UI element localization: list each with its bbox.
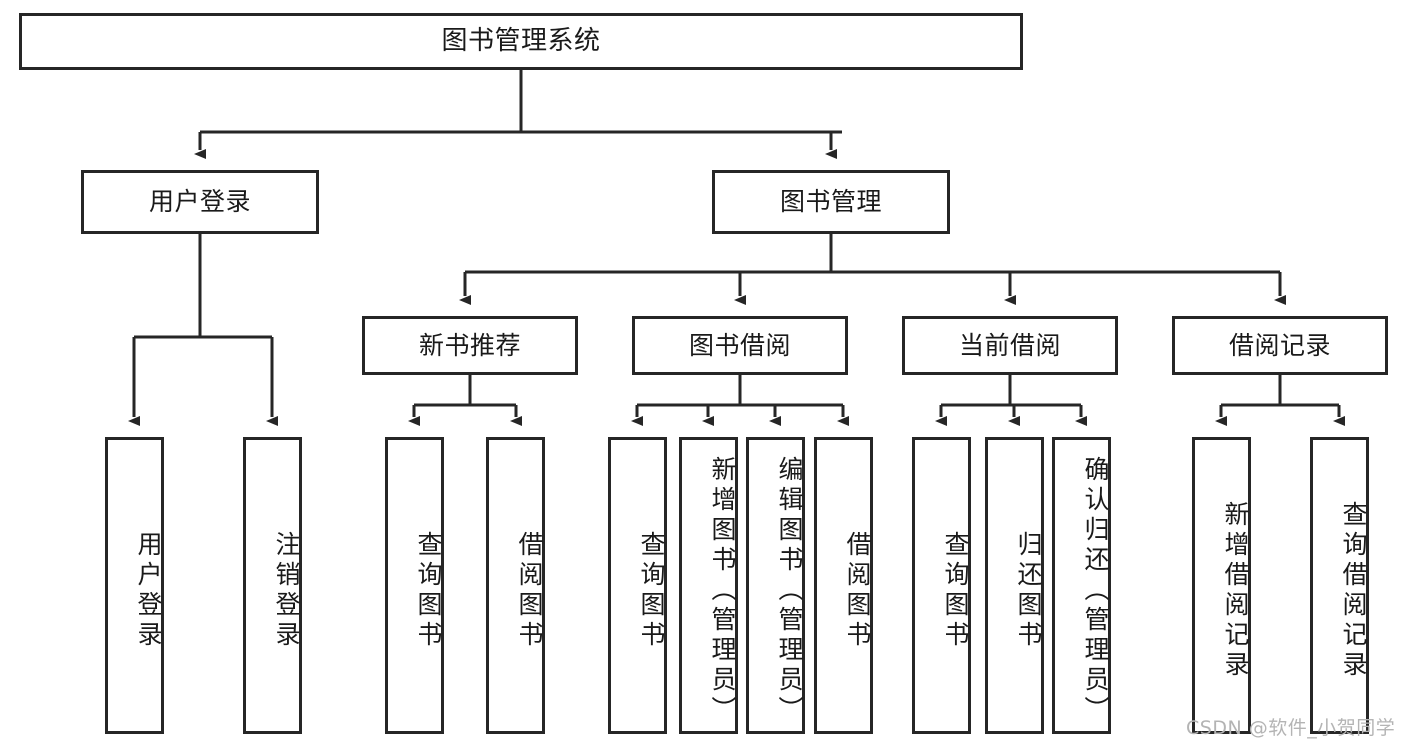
node-current-borrow-label: 当前借阅 xyxy=(958,330,1061,360)
node-leaf-query-book-rec-label: 查询图书 xyxy=(414,530,443,651)
node-book-borrow-label: 图书借阅 xyxy=(688,330,791,360)
node-leaf-user-logout-label: 注销登录 xyxy=(272,530,301,651)
node-leaf-edit-book-label: 编辑图书（管理员） xyxy=(775,455,804,726)
node-leaf-user-login-label: 用户登录 xyxy=(134,530,163,651)
node-borrow-record[interactable]: 借阅记录 xyxy=(1172,316,1388,375)
node-root[interactable]: 图书管理系统 xyxy=(19,13,1023,70)
node-leaf-add-record[interactable]: 新增借阅记录 xyxy=(1192,437,1251,734)
node-leaf-add-record-label: 新增借阅记录 xyxy=(1221,500,1250,681)
node-borrow-record-label: 借阅记录 xyxy=(1228,330,1331,360)
node-leaf-return-book[interactable]: 归还图书 xyxy=(985,437,1044,734)
watermark: CSDN @软件_小贺同学 xyxy=(1186,717,1396,739)
node-leaf-borrow-book-rec[interactable]: 借阅图书 xyxy=(486,437,545,734)
node-leaf-edit-book[interactable]: 编辑图书（管理员） xyxy=(746,437,805,734)
node-leaf-borrow-book[interactable]: 借阅图书 xyxy=(814,437,873,734)
node-book-borrow[interactable]: 图书借阅 xyxy=(632,316,848,375)
node-leaf-return-book-label: 归还图书 xyxy=(1014,530,1043,651)
node-leaf-query-book-cur[interactable]: 查询图书 xyxy=(912,437,971,734)
node-leaf-borrow-book-rec-label: 借阅图书 xyxy=(515,530,544,651)
node-user-login-label: 用户登录 xyxy=(148,187,251,217)
node-book-manage[interactable]: 图书管理 xyxy=(712,170,950,234)
node-current-borrow[interactable]: 当前借阅 xyxy=(902,316,1118,375)
node-leaf-confirm-return-label: 确认归还（管理员） xyxy=(1081,455,1110,726)
node-new-book-rec[interactable]: 新书推荐 xyxy=(362,316,578,375)
node-leaf-user-logout[interactable]: 注销登录 xyxy=(243,437,302,734)
node-leaf-borrow-book-label: 借阅图书 xyxy=(843,530,872,651)
node-leaf-confirm-return[interactable]: 确认归还（管理员） xyxy=(1052,437,1111,734)
node-leaf-query-book-cur-label: 查询图书 xyxy=(941,530,970,651)
node-leaf-add-book-label: 新增图书（管理员） xyxy=(708,455,737,726)
node-leaf-query-book-borrow[interactable]: 查询图书 xyxy=(608,437,667,734)
node-leaf-query-book-rec[interactable]: 查询图书 xyxy=(385,437,444,734)
node-new-book-rec-label: 新书推荐 xyxy=(418,330,521,360)
node-root-label: 图书管理系统 xyxy=(441,26,601,57)
node-leaf-add-book[interactable]: 新增图书（管理员） xyxy=(679,437,738,734)
node-user-login[interactable]: 用户登录 xyxy=(81,170,319,234)
node-leaf-query-book-borrow-label: 查询图书 xyxy=(637,530,666,651)
node-leaf-query-record-label: 查询借阅记录 xyxy=(1339,500,1368,681)
node-leaf-user-login[interactable]: 用户登录 xyxy=(105,437,164,734)
node-book-manage-label: 图书管理 xyxy=(779,187,882,217)
node-leaf-query-record[interactable]: 查询借阅记录 xyxy=(1310,437,1369,734)
